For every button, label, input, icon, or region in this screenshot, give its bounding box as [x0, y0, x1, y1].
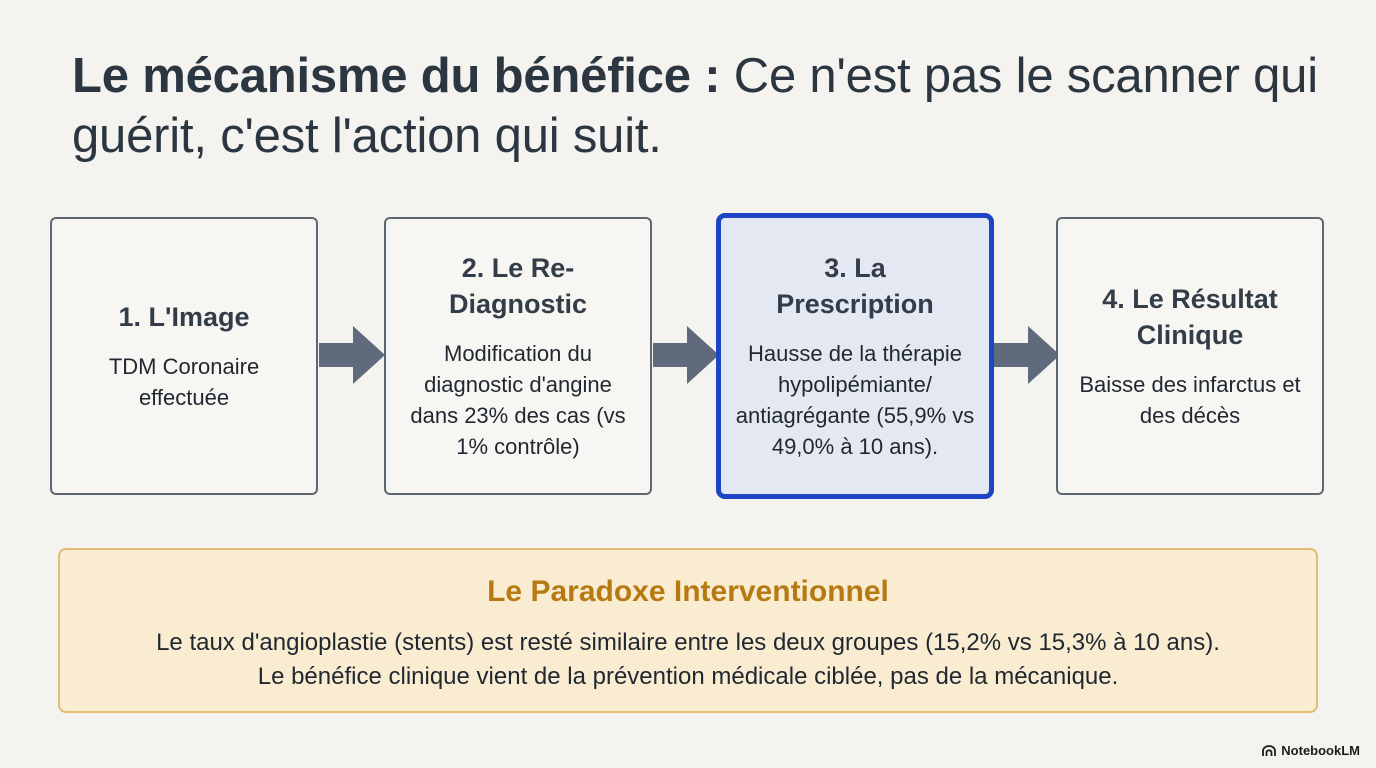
page-title-rest: Ce n'est pas le scanner qui guérit, c'es…	[72, 49, 1318, 163]
step-card-prescription: 3. La Prescription Hausse de la thérapie…	[716, 213, 994, 499]
page-title-bold: Le mécanisme du bénéfice :	[72, 49, 721, 103]
step-text: Baisse des infarctus et des décès	[1079, 372, 1301, 428]
step-title: 2. Le Re-Diagnostic	[448, 253, 588, 319]
step-card-image: 1. L'Image TDM Coronaire effectuée	[50, 217, 318, 495]
arrow-right-icon	[319, 326, 385, 384]
paradox-text: Le taux d'angioplastie (stents) est rest…	[60, 626, 1316, 694]
step-title: 3. La Prescription	[776, 253, 934, 319]
paradox-title: Le Paradoxe Interventionnel	[487, 575, 889, 608]
step-text: Modification du diagnostic d'angine dans…	[410, 341, 626, 459]
paradox-line: Le bénéfice clinique vient de la prévent…	[257, 663, 1119, 690]
step-title: 4. Le Résultat Clinique	[1102, 284, 1278, 350]
paradox-callout: Le Paradoxe Interventionnel Le taux d'an…	[58, 548, 1318, 713]
notebooklm-brand: NotebookLM	[1262, 743, 1360, 758]
step-card-rediagnostic: 2. Le Re-Diagnostic Modification du diag…	[384, 217, 652, 495]
step-text: Hausse de la thérapie hypolipémiante/ an…	[735, 341, 975, 459]
step-title: 1. L'Image	[118, 302, 250, 332]
arrow-right-icon	[994, 326, 1060, 384]
step-card-clinical-result: 4. Le Résultat Clinique Baisse des infar…	[1056, 217, 1324, 495]
brand-label: NotebookLM	[1281, 743, 1360, 758]
notebooklm-logo-icon	[1262, 744, 1277, 756]
paradox-line: Le taux d'angioplastie (stents) est rest…	[156, 629, 1220, 656]
arrow-right-icon	[653, 326, 719, 384]
page-title: Le mécanisme du bénéfice : Ce n'est pas …	[72, 46, 1332, 166]
step-text: TDM Coronaire effectuée	[108, 354, 260, 410]
